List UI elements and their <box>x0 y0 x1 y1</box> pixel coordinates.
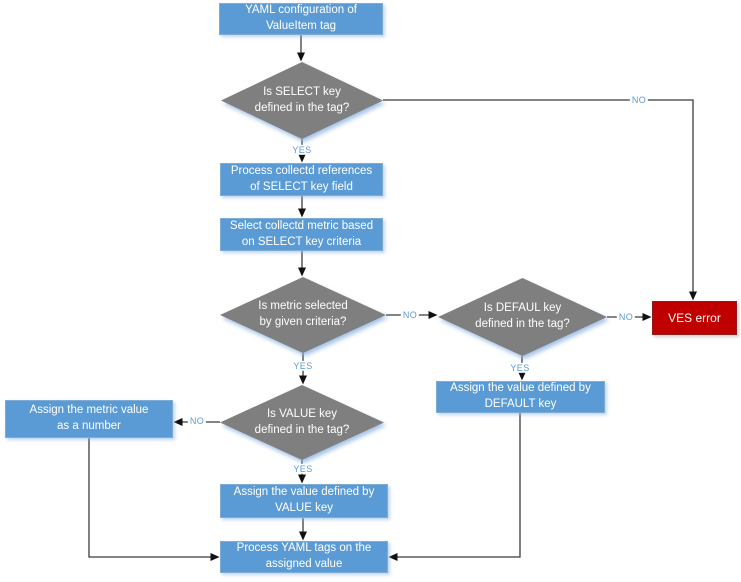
node-select-decision-label: Is SELECT key defined in the tag? <box>254 85 350 114</box>
node-assign-metric-label: Assign the metric value as a number <box>29 404 149 432</box>
node-metric-decision: Is metric selected by given criteria? <box>220 277 386 353</box>
node-select-metric-label: Select collectd metric based on SELECT k… <box>229 219 374 248</box>
node-ves-error-label: VES error <box>668 310 721 325</box>
edge-label-select-yes: YES <box>290 144 314 156</box>
node-process-references-label: Process collectd references of SELECT ke… <box>230 164 373 193</box>
edge-label-default-no: NO <box>616 311 636 323</box>
node-assign-default-label: Assign the value defined by DEFAULT key <box>450 382 591 410</box>
node-value-decision-label: Is VALUE key defined in the tag? <box>254 407 350 436</box>
edge-label-value-yes: YES <box>291 463 315 475</box>
node-select-metric: Select collectd metric based on SELECT k… <box>220 218 383 251</box>
node-select-decision: Is SELECT key defined in the tag? <box>221 62 383 139</box>
node-default-decision-label: Is DEFAUL key defined in the tag? <box>475 302 570 330</box>
edge-label-default-yes: YES <box>508 362 532 374</box>
node-process-references: Process collectd references of SELECT ke… <box>220 163 383 196</box>
node-default-decision: Is DEFAUL key defined in the tag? <box>438 278 607 356</box>
node-start: YAML configuration of ValueItem tag <box>219 3 383 35</box>
node-assign-metric: Assign the metric value as a number <box>5 400 173 438</box>
node-assign-default: Assign the value defined by DEFAULT key <box>436 381 605 413</box>
node-ves-error: VES error <box>652 301 737 335</box>
node-process-tags: Process YAML tags on the assigned value <box>220 541 388 573</box>
node-assign-value-label: Assign the value defined by VALUE key <box>233 486 375 514</box>
node-value-decision: Is VALUE key defined in the tag? <box>220 385 384 460</box>
node-metric-decision-label: Is metric selected by given criteria? <box>258 300 348 328</box>
edge-label-metric-yes: YES <box>291 360 315 372</box>
node-start-label: YAML configuration of ValueItem tag <box>245 4 357 32</box>
edge-label-select-no: NO <box>629 94 649 106</box>
edge-label-metric-no: NO <box>400 309 420 321</box>
edge-label-value-no: NO <box>187 415 207 427</box>
node-process-tags-label: Process YAML tags on the assigned value <box>236 542 372 570</box>
node-assign-value: Assign the value defined by VALUE key <box>220 484 388 518</box>
